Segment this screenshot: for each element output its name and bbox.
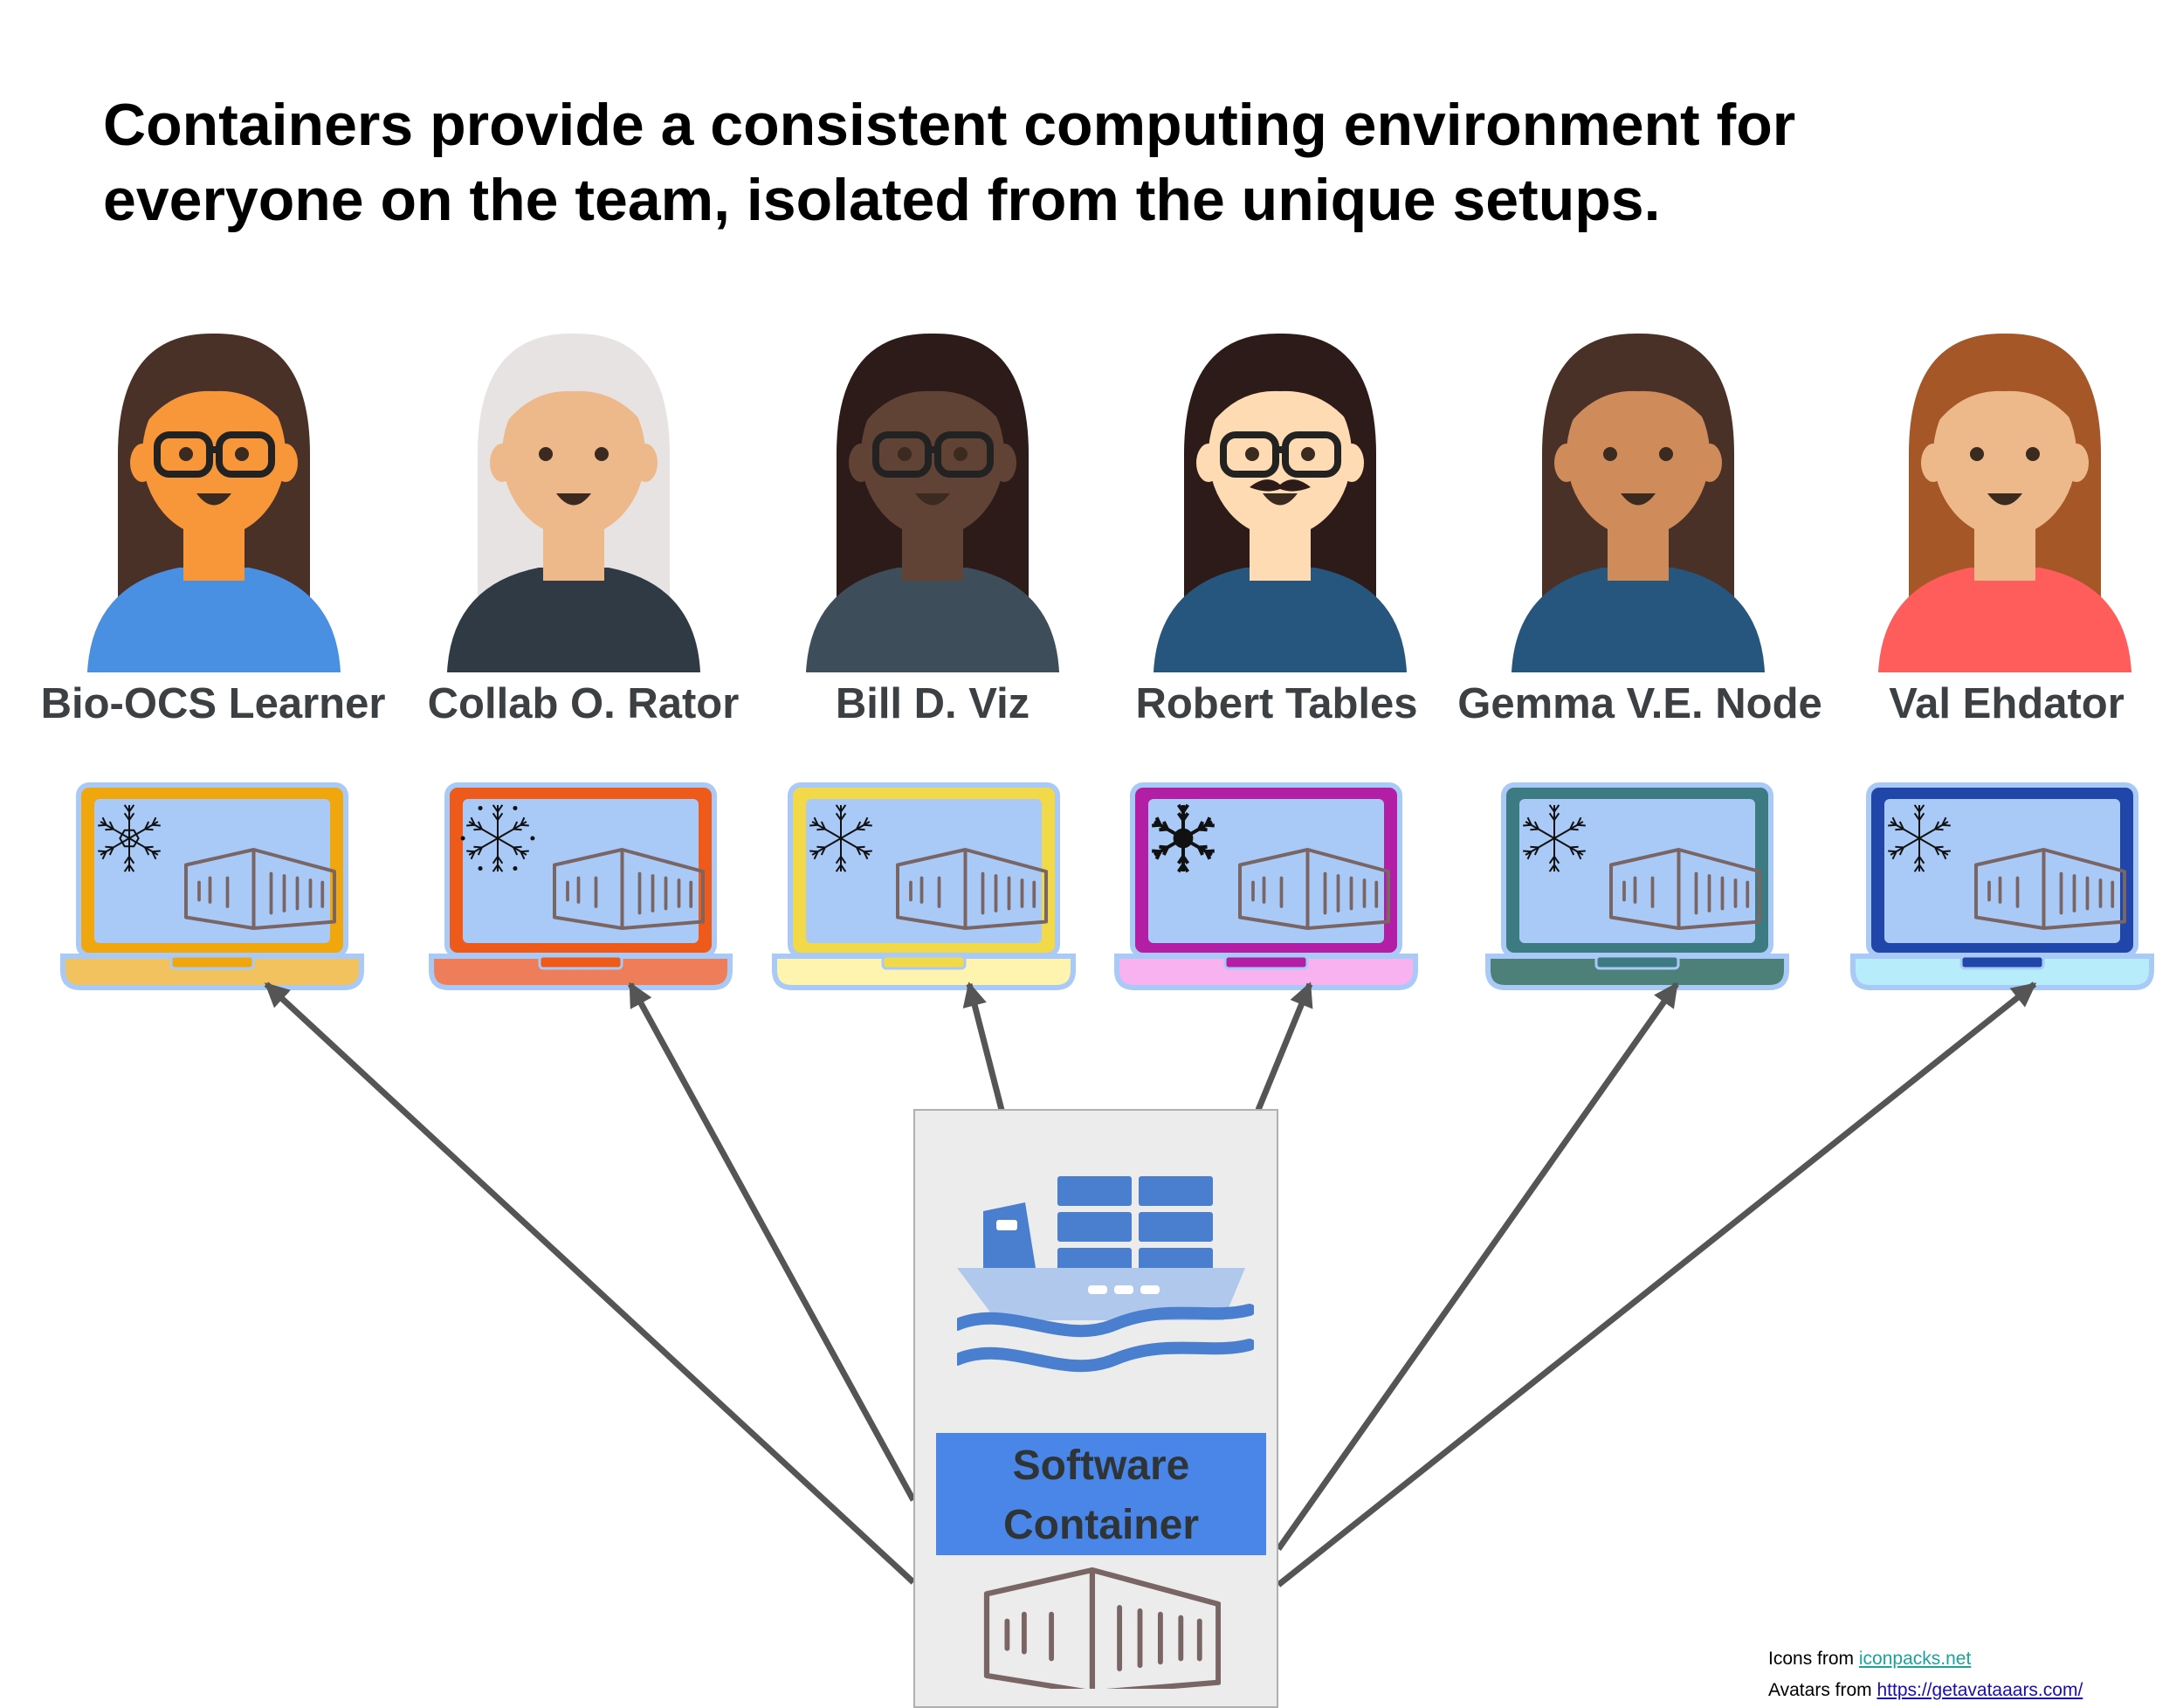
shipping-container-icon: [983, 1567, 1221, 1689]
shipping-container-icon: [896, 848, 1048, 930]
software-container-label: Software Container: [936, 1433, 1266, 1555]
arrow-to-robert-tables: [1255, 981, 1313, 1112]
glasses-icon: [154, 431, 275, 478]
avatar-collab-o-rator: [447, 333, 700, 672]
person-name-val-ehdator: Val Ehdator: [1889, 680, 2124, 727]
shirt: [87, 568, 341, 672]
container-label-line-1: Software: [1012, 1443, 1190, 1489]
face: [1933, 371, 2076, 537]
shipping-container-icon: [553, 848, 705, 930]
arrow-to-bill-d-viz: [962, 981, 1005, 1111]
laptop-base: [429, 954, 733, 990]
smile: [1263, 493, 1298, 506]
snowflake-dotted-icon: [460, 804, 535, 872]
smile: [1987, 493, 2022, 506]
title-line-1: Containers provide a consistent computin…: [103, 92, 1796, 158]
laptop-gemma-v-e-node: [1485, 782, 1789, 990]
laptop-bill-d-viz: [772, 782, 1076, 990]
mustache: [1250, 479, 1311, 492]
person-name-robert-tables: Robert Tables: [1135, 680, 1418, 727]
face: [1209, 371, 1352, 537]
avatar-gemma-v-e-node: [1512, 333, 1765, 672]
snowflake-ornate-icon: [1523, 804, 1586, 872]
getavataaars-link[interactable]: https://getavataaars.com/: [1877, 1680, 2083, 1700]
arrow-to-gemma-v-e-node: [1276, 981, 1679, 1552]
glasses-icon: [1220, 431, 1341, 478]
glasses-icon: [872, 431, 994, 478]
avatar-bill-d-viz: [806, 333, 1059, 672]
smile: [556, 493, 591, 506]
face: [861, 371, 1004, 537]
arrow-to-val-ehdator: [1276, 981, 2037, 1587]
snowflake-classic-icon: [1888, 804, 1951, 872]
smile: [1621, 493, 1656, 506]
laptop-collab-o-rator: [429, 782, 733, 990]
laptop-base: [1485, 954, 1789, 990]
software-container-box: Software Container: [913, 1109, 1278, 1708]
smile: [196, 493, 231, 506]
snowflake-thin-icon: [809, 804, 872, 872]
icons-credit: Icons from iconpacks.net: [1768, 1643, 2083, 1675]
icons-credit-prefix: Icons from: [1768, 1649, 1859, 1669]
person-name-collab-o-rator: Collab O. Rator: [427, 680, 740, 727]
title-line-2: everyone on the team, isolated from the …: [103, 167, 1661, 233]
arrow-to-bio-ocs-learner: [264, 981, 916, 1585]
arrow-to-collab-o-rator: [627, 981, 917, 1502]
cargo-ship-icon: [957, 1176, 1254, 1373]
person-name-gemma-v-e-node: Gemma V.E. Node: [1457, 680, 1822, 727]
face: [502, 371, 645, 537]
shirt: [1878, 568, 2131, 672]
person-name-bill-d-viz: Bill D. Viz: [835, 680, 1030, 727]
laptop-base: [60, 954, 364, 990]
avatars-credit: Avatars from https://getavataaars.com/: [1768, 1675, 2083, 1706]
snowflake-outline-icon: [98, 804, 161, 872]
avatar-robert-tables: [1153, 333, 1407, 672]
shipping-container-icon: [1609, 848, 1761, 930]
shirt: [1512, 568, 1765, 672]
credits: Icons from iconpacks.net Avatars from ht…: [1768, 1643, 2083, 1706]
person-name-bio-ocs-learner: Bio-OCS Learner: [40, 680, 386, 727]
container-label-line-2: Container: [1002, 1502, 1199, 1548]
laptop-bio-ocs-learner: [60, 782, 364, 990]
avatars-credit-prefix: Avatars from: [1768, 1680, 1877, 1700]
avatar-val-ehdator: [1878, 333, 2131, 672]
shipping-container-icon: [1238, 848, 1390, 930]
smile: [915, 493, 950, 506]
laptop-robert-tables: [1114, 782, 1418, 990]
snowflake-bold-icon: [1152, 803, 1215, 873]
page-title: Containers provide a consistent computin…: [103, 87, 2111, 238]
face: [142, 371, 286, 537]
laptop-val-ehdator: [1850, 782, 2154, 990]
shirt: [447, 568, 700, 672]
laptop-base: [1114, 954, 1418, 990]
shirt: [1153, 568, 1407, 672]
shipping-container-icon: [1974, 848, 2126, 930]
shipping-container-icon: [184, 848, 336, 930]
shirt: [806, 568, 1059, 672]
avatar-bio-ocs-learner: [87, 333, 341, 672]
face: [1567, 371, 1710, 537]
laptop-base: [772, 954, 1076, 990]
laptop-base: [1850, 954, 2154, 990]
iconpacks-link[interactable]: iconpacks.net: [1858, 1649, 1972, 1669]
